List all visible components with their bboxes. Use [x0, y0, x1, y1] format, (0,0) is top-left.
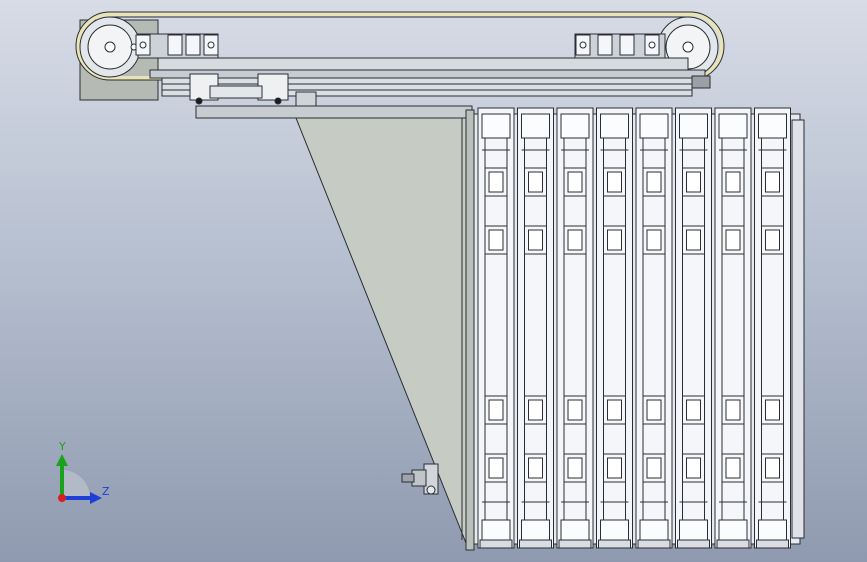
- bay-cell-inner: [686, 399, 701, 421]
- bay-cell-inner: [646, 229, 662, 251]
- bay-cell-inner: [528, 399, 543, 421]
- bay-cell-inner: [686, 229, 701, 251]
- bay-cell-inner: [567, 171, 583, 193]
- frame-beam-top: [157, 57, 689, 71]
- bay-top-cap: [679, 113, 708, 139]
- bay-cell-inner: [765, 399, 780, 421]
- bay-cell-inner: [765, 171, 780, 193]
- bay-cell-inner: [488, 399, 504, 421]
- bay-top-cap: [560, 113, 590, 139]
- rack-bay[interactable]: [714, 107, 752, 549]
- y-axis-head: [56, 454, 68, 466]
- belt-conveyor[interactable]: [75, 11, 725, 119]
- bay-cell-inner: [607, 229, 622, 251]
- triad-plane-fill: [62, 470, 90, 498]
- bay-top-cap: [718, 113, 748, 139]
- bay-foot: [598, 539, 631, 549]
- bay-bottom-cap: [600, 519, 629, 543]
- bay-cell-inner: [567, 399, 583, 421]
- bay-top-cap: [600, 113, 629, 139]
- gusset-panel[interactable]: [295, 109, 475, 551]
- coordinate-triad[interactable]: Y Z: [40, 438, 130, 518]
- bay-cell-inner: [607, 399, 622, 421]
- bay-bottom-cap: [481, 519, 511, 543]
- bay-foot: [716, 539, 750, 549]
- coordinate-triad-icon: [56, 454, 102, 504]
- rack-assembly[interactable]: [473, 107, 805, 549]
- bay-cell-inner: [488, 229, 504, 251]
- mounting-bar: [195, 105, 473, 119]
- slide-bolt-left: [195, 97, 203, 105]
- slide-bolt-right: [274, 97, 282, 105]
- bay-cell-inner: [686, 171, 701, 193]
- bay-foot: [479, 539, 513, 549]
- clamp-bolts: [139, 41, 656, 49]
- rack-bay[interactable]: [675, 107, 712, 549]
- bay-cell-inner: [686, 457, 701, 479]
- bay-cell-inner: [528, 171, 543, 193]
- bay-cell-inner: [488, 171, 504, 193]
- stop-block: [295, 91, 317, 107]
- left-pulley-axle: [104, 41, 116, 53]
- pneumatic-fitting[interactable]: [401, 463, 439, 495]
- bay-cell-inner: [528, 229, 543, 251]
- bay-bottom-cap: [758, 519, 787, 543]
- frame-beam-mid: [149, 69, 706, 79]
- bay-foot: [637, 539, 671, 549]
- bay-cell-inner: [725, 399, 741, 421]
- rack-end-cap: [791, 119, 805, 539]
- bay-cell-inner: [725, 171, 741, 193]
- bay-bottom-cap: [679, 519, 708, 543]
- bay-foot: [677, 539, 710, 549]
- bay-cell-inner: [567, 229, 583, 251]
- y-axis-label: Y: [59, 440, 66, 453]
- rack-bay[interactable]: [754, 107, 791, 549]
- bay-cell-inner: [607, 171, 622, 193]
- bay-cell-inner: [646, 171, 662, 193]
- bay-foot: [756, 539, 789, 549]
- right-pulley-axle: [682, 41, 694, 53]
- bay-cell-inner: [567, 457, 583, 479]
- bay-bottom-cap: [718, 519, 748, 543]
- beam-end-nut: [691, 75, 711, 89]
- z-axis-head: [90, 492, 102, 504]
- bay-cell-inner: [765, 229, 780, 251]
- slide-bridge: [209, 85, 263, 99]
- bay-cell-inner: [725, 457, 741, 479]
- bay-cell-inner: [646, 399, 662, 421]
- bay-foot: [558, 539, 592, 549]
- bay-top-cap: [758, 113, 787, 139]
- rack-bay[interactable]: [556, 107, 594, 549]
- slide-block-right[interactable]: [257, 73, 289, 101]
- bay-bottom-cap: [639, 519, 669, 543]
- rack-bay[interactable]: [635, 107, 673, 549]
- bay-bottom-cap: [521, 519, 550, 543]
- bay-cell-inner: [646, 457, 662, 479]
- z-axis-label: Z: [102, 485, 110, 498]
- rack-bay[interactable]: [517, 107, 554, 549]
- bay-bottom-cap: [560, 519, 590, 543]
- bay-cell-inner: [528, 457, 543, 479]
- bay-top-cap: [521, 113, 550, 139]
- panel-flange: [465, 109, 475, 551]
- bay-cell-inner: [607, 457, 622, 479]
- rack-bay[interactable]: [477, 107, 515, 549]
- bay-cell-inner: [765, 457, 780, 479]
- bay-cell-inner: [488, 457, 504, 479]
- x-axis-dot: [58, 494, 66, 502]
- bay-top-cap: [481, 113, 511, 139]
- bay-top-cap: [639, 113, 669, 139]
- bay-foot: [519, 539, 552, 549]
- bay-cell-inner: [725, 229, 741, 251]
- rack-bay[interactable]: [596, 107, 633, 549]
